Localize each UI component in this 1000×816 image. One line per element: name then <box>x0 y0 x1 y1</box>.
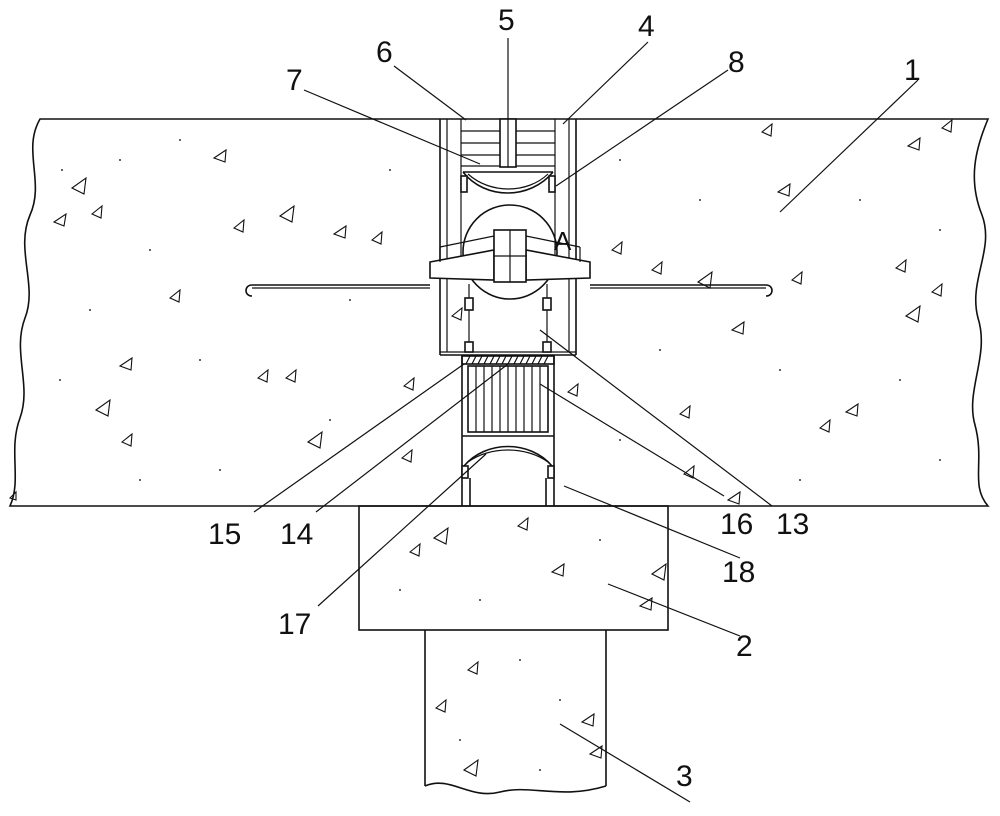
spring-pack <box>461 355 555 506</box>
pile <box>424 630 607 795</box>
concrete-slab <box>8 118 990 507</box>
top-plates <box>461 118 555 168</box>
inner-rods <box>464 284 552 353</box>
label-17: 17 <box>278 608 311 641</box>
pile-cap <box>358 505 669 631</box>
label-13: 13 <box>776 508 809 541</box>
label-3: 3 <box>676 760 693 793</box>
label-15: 15 <box>208 518 241 551</box>
label-7: 7 <box>286 64 303 97</box>
label-16: 16 <box>720 508 753 541</box>
leader-lines <box>253 38 919 803</box>
label-2: 2 <box>736 630 753 663</box>
label-6: 6 <box>376 36 393 69</box>
curved-clip <box>460 171 556 194</box>
label-1: 1 <box>904 54 921 87</box>
detail-circle-a <box>462 204 558 300</box>
label-8: 8 <box>728 46 745 79</box>
label-14: 14 <box>280 518 313 551</box>
label-4: 4 <box>638 10 655 43</box>
label-18: 18 <box>722 556 755 589</box>
concrete-texture <box>8 118 953 777</box>
label-5: 5 <box>498 4 515 37</box>
label-a: A <box>554 226 572 256</box>
rebar <box>245 284 773 297</box>
wedge-clamp <box>429 229 591 283</box>
lower-clip <box>461 435 555 506</box>
